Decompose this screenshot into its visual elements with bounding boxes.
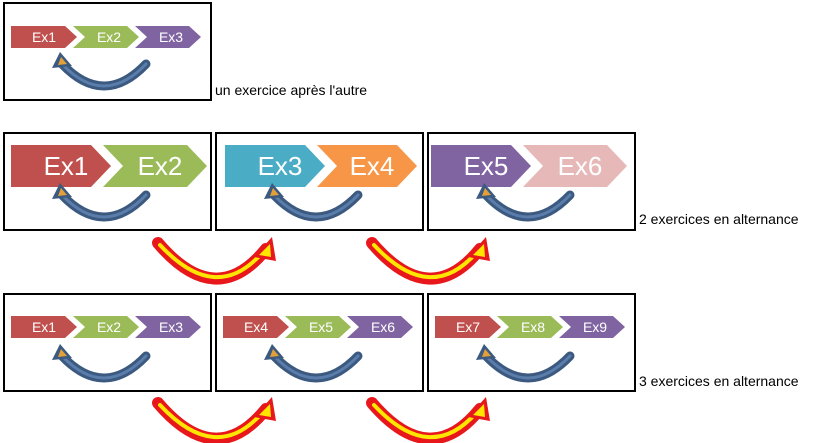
- loop-arrow-icon: [476, 344, 570, 378]
- loop-arrow-icon: [264, 183, 358, 217]
- transfer-arrow-icon: [158, 397, 276, 439]
- chevron-ex4: Ex4: [223, 316, 289, 338]
- pair-box-1: Ex1 Ex2: [3, 132, 212, 231]
- loop-arrow-icon: [52, 344, 146, 378]
- loop-arrow-icon: [52, 52, 146, 86]
- chevron-ex9: Ex9: [559, 316, 625, 338]
- chevron-ex7: Ex7: [435, 316, 501, 338]
- pair-box-2: Ex3 Ex4: [215, 132, 424, 231]
- chevron-ex3: Ex3: [135, 26, 201, 48]
- loop-arrow-icon: [264, 344, 358, 378]
- chevron-ex3: Ex3: [225, 145, 325, 187]
- chevron-ex1: Ex1: [11, 316, 77, 338]
- chevron-ex2: Ex2: [73, 316, 139, 338]
- caption-three-alternating: 3 exercices en alternance: [639, 373, 799, 389]
- chevron-ex1: Ex1: [11, 145, 111, 187]
- chevron-ex8: Ex8: [497, 316, 563, 338]
- chevron-ex6: Ex6: [347, 316, 413, 338]
- loop-arrow-icon: [52, 183, 146, 217]
- transfer-arrow-icon: [372, 237, 490, 279]
- loop-arrow-icon: [476, 183, 570, 217]
- chevron-ex5: Ex5: [285, 316, 351, 338]
- transfer-arrow-icon: [158, 237, 276, 279]
- chevron-ex1: Ex1: [11, 26, 77, 48]
- chevron-ex3: Ex3: [135, 316, 201, 338]
- transfer-arrow-icon: [372, 397, 490, 439]
- chevron-ex5: Ex5: [431, 145, 531, 187]
- chevron-ex2: Ex2: [73, 26, 139, 48]
- triple-box-3: Ex7 Ex8 Ex9: [427, 293, 636, 392]
- caption-single-sequence: un exercice après l'autre: [215, 82, 368, 98]
- caption-two-alternating: 2 exercices en alternance: [639, 211, 799, 227]
